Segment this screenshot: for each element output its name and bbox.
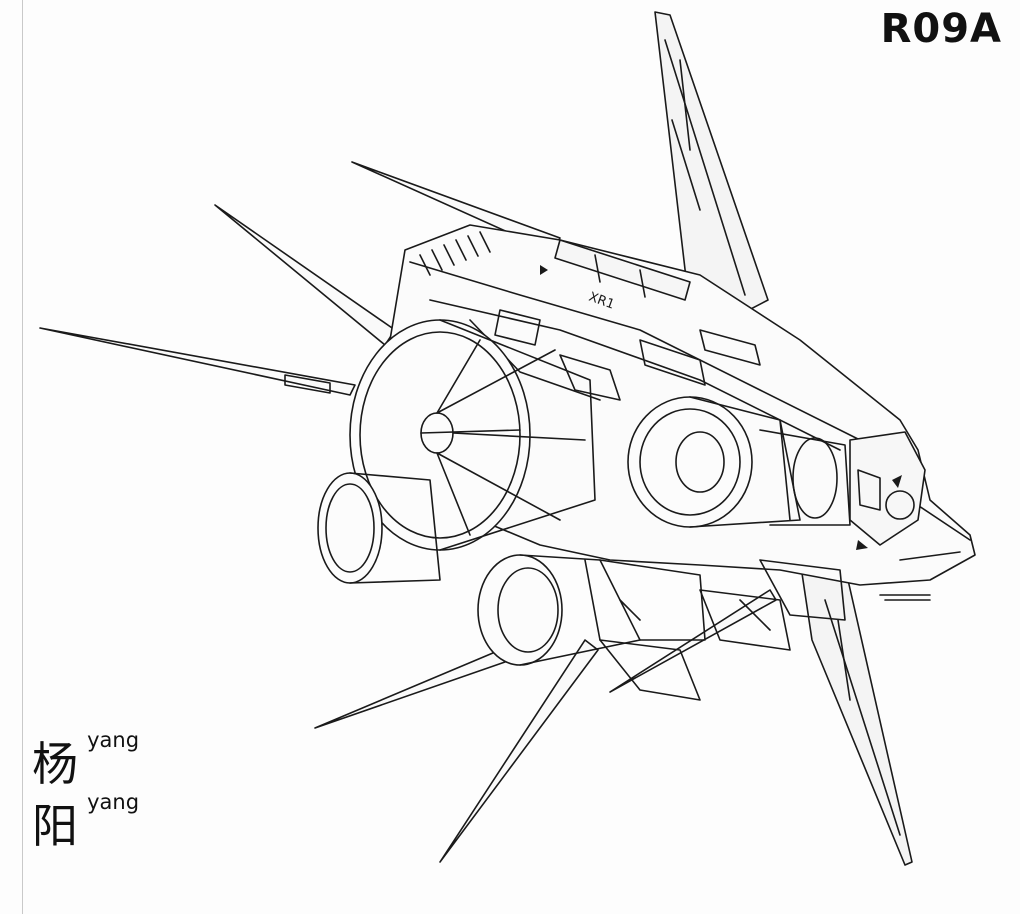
margin-line [22,0,23,914]
needle-spikes [39,161,777,863]
signature-line-1: 杨 yang [32,728,139,794]
right-engine [627,396,851,528]
signature-char: 杨 [32,737,78,791]
signature-char: 阳 [32,799,78,853]
main-engine-nozzle [349,319,596,551]
lower-hull-plating [599,559,846,701]
signature-line-2: 阳 yang [32,790,139,856]
lower-fin [799,559,913,866]
signature-pinyin: yang [87,790,140,814]
signature-pinyin: yang [87,728,140,752]
hull-vents [419,231,931,601]
lower-left-engine [317,472,441,584]
design-code-title: R09A [880,6,1002,52]
